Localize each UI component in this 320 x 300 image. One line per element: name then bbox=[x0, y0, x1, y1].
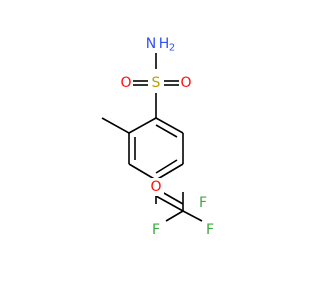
atom-n: N bbox=[146, 36, 156, 52]
atom-f-left: F bbox=[152, 222, 160, 238]
atom-h: H bbox=[159, 36, 170, 52]
bond-cf3-f-left bbox=[165, 210, 184, 222]
bond-c4-c5-inner bbox=[155, 159, 178, 174]
bond-c1-c6-inner bbox=[155, 124, 178, 138]
atom-ether-o: O bbox=[150, 179, 161, 195]
sulfur-bg bbox=[148, 74, 164, 92]
bond-c3-c4 bbox=[128, 163, 157, 181]
bond-c1-c6 bbox=[155, 117, 184, 134]
atom-h-subscript: 2 bbox=[169, 43, 175, 54]
bond-cf3-f-right bbox=[182, 210, 203, 222]
atom-labels: N H 2 S O O O F F F bbox=[120, 36, 214, 238]
atom-o-right: O bbox=[180, 75, 191, 91]
atom-s: S bbox=[152, 75, 161, 91]
bond-c1-c2 bbox=[128, 117, 157, 134]
atom-f-right: F bbox=[206, 222, 214, 238]
background bbox=[0, 0, 300, 300]
bond-o-cf3 bbox=[161, 191, 184, 205]
atom-f-top: F bbox=[199, 195, 207, 211]
atom-o-left: O bbox=[120, 75, 131, 91]
bond-c4-c5 bbox=[155, 163, 184, 181]
ether-o-bg bbox=[148, 178, 164, 196]
bond-c2-methyl bbox=[101, 117, 130, 134]
bonds bbox=[101, 53, 203, 222]
bond-o-cf3-part bbox=[155, 195, 184, 212]
structure-diagram: N H 2 S O O O F F F bbox=[0, 0, 300, 300]
